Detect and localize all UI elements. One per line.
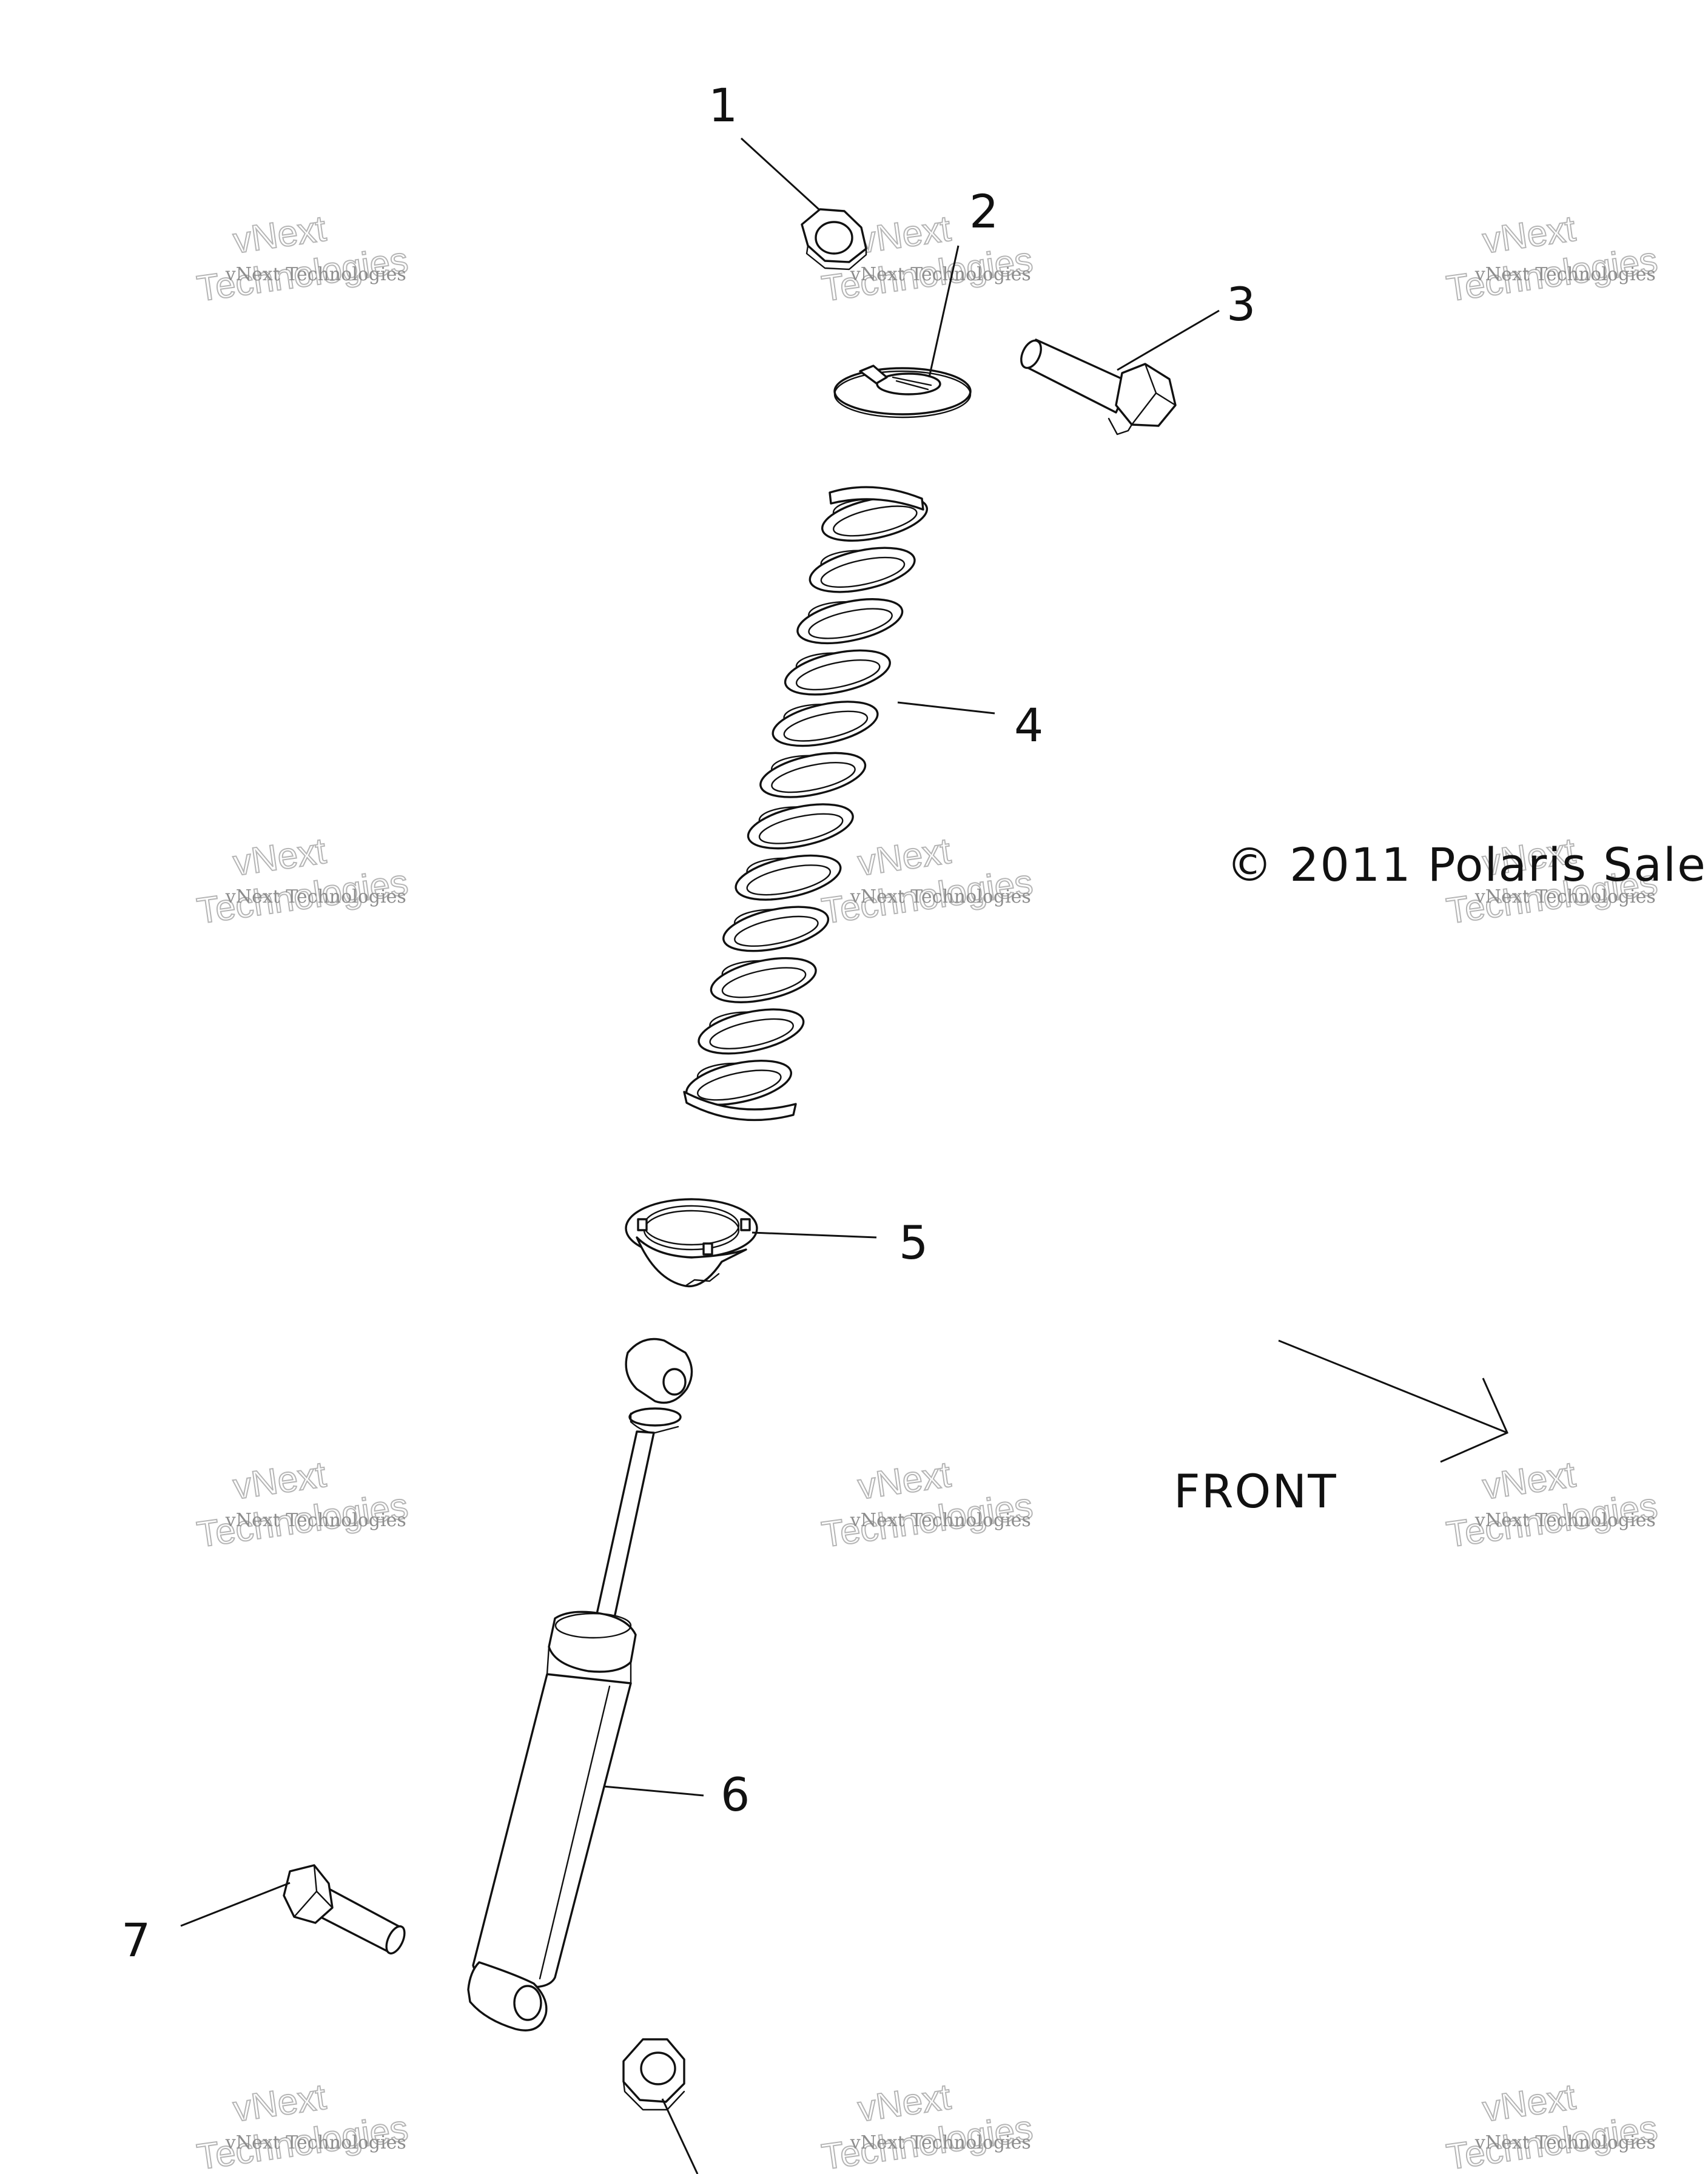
- callout-numbers: 1 2 3 4 5 6 7: [121, 78, 1256, 1967]
- svg-text:vNext Technologies: vNext Technologies: [850, 264, 1031, 285]
- callout-6: 6: [721, 1768, 750, 1822]
- callout-2: 2: [969, 184, 998, 238]
- flange-nut-top-icon: [801, 208, 867, 271]
- svg-text:vNext Technologies: vNext Technologies: [1474, 264, 1656, 285]
- svg-text:vNext Technologies: vNext Technologies: [1474, 2132, 1656, 2153]
- front-arrow-icon: [1278, 1339, 1508, 1463]
- svg-text:vNext Technologies: vNext Technologies: [225, 2132, 406, 2153]
- lower-bolt-icon: [283, 1864, 406, 1955]
- svg-text:vNext Technologies: vNext Technologies: [225, 886, 406, 907]
- front-label: FRONT: [1174, 1464, 1337, 1518]
- coil-spring-icon: [683, 486, 929, 1122]
- leader-8: [661, 2098, 699, 2174]
- shock-absorber-icon: [467, 1338, 693, 2031]
- leader-4: [897, 701, 995, 715]
- svg-text:vNext Technologies: vNext Technologies: [850, 1510, 1031, 1531]
- leader-3: [1117, 309, 1220, 371]
- upper-bolt-icon: [1020, 338, 1177, 436]
- svg-text:vNext Technologies: vNext Technologies: [225, 1510, 406, 1531]
- callout-7: 7: [121, 1913, 150, 1967]
- leader-2: [928, 245, 960, 378]
- flange-nut-bottom-icon: [622, 2038, 685, 2111]
- leader-lines: [180, 137, 1220, 2174]
- spring-seat-collar-icon: [625, 1198, 758, 1288]
- leader-5: [751, 1231, 877, 1239]
- copyright-text: © 2011 Polaris Sales In: [1226, 838, 1708, 892]
- spring-retainer-washer-icon: [833, 365, 972, 419]
- svg-text:vNext Technologies: vNext Technologies: [1474, 1510, 1656, 1531]
- leader-1: [740, 137, 820, 210]
- leader-6: [603, 1785, 704, 1797]
- callout-4: 4: [1014, 698, 1043, 752]
- callout-1: 1: [708, 78, 738, 132]
- svg-text:vNext Technologies: vNext Technologies: [1474, 886, 1656, 907]
- svg-text:vNext Technologies: vNext Technologies: [850, 886, 1031, 907]
- callout-5: 5: [899, 1216, 928, 1270]
- leader-7: [180, 1882, 291, 1927]
- svg-text:vNext Technologies: vNext Technologies: [225, 264, 406, 285]
- callout-3: 3: [1226, 277, 1256, 331]
- svg-text:vNext Technologies: vNext Technologies: [850, 2132, 1031, 2153]
